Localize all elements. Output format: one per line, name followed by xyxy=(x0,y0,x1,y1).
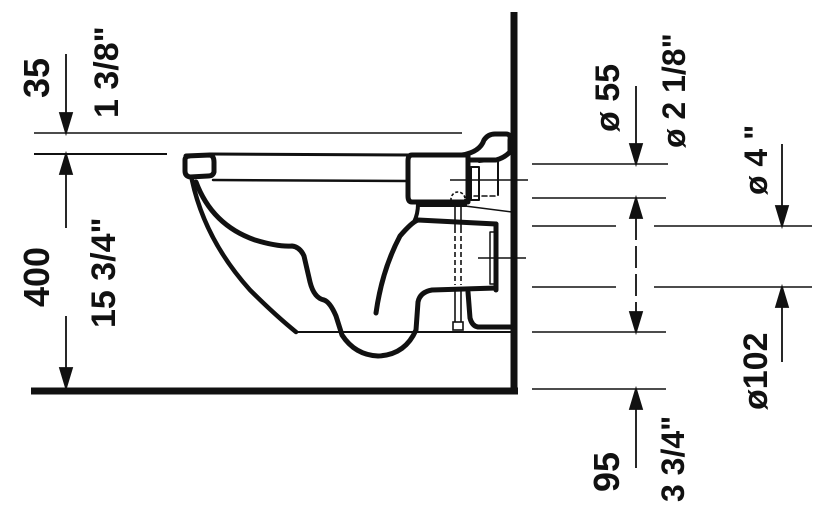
right-reference-lines xyxy=(532,163,812,390)
left-dimension-arrows xyxy=(58,54,74,392)
dim-400-metric: 400 xyxy=(16,247,57,307)
dim-400-imperial: 15 3/4" xyxy=(85,217,123,328)
outer-shell xyxy=(189,177,299,335)
dim-35-imperial: 1 3/8" xyxy=(88,26,126,118)
dim-outlet-imperial: ø 4 " xyxy=(738,125,774,195)
rim-front xyxy=(182,152,217,180)
dim-35-metric: 35 xyxy=(16,58,57,98)
right-dimension-arrows xyxy=(628,86,790,468)
trapway xyxy=(373,217,499,316)
floor-and-wall xyxy=(31,12,518,395)
dim-inlet-imperial: ø 2 1/8" xyxy=(656,33,692,148)
dim-95-imperial: 3 3/4" xyxy=(655,416,691,502)
centre-lines xyxy=(450,179,528,259)
rim-rear xyxy=(405,152,471,205)
fixing-bolt xyxy=(450,191,466,331)
toilet-body xyxy=(182,131,515,359)
dim-outlet-metric: ø102 xyxy=(737,333,775,411)
cistern-connector xyxy=(459,131,513,163)
dimension-labels: 35 1 3/8" 400 15 3/4" ø 55 ø 2 1/8" ø 4 … xyxy=(16,26,775,502)
dim-95-metric: 95 xyxy=(586,452,627,492)
dim-inlet-metric: ø 55 xyxy=(589,64,627,132)
left-reference-lines xyxy=(34,132,462,155)
inner-bowl xyxy=(193,179,499,359)
wall-foot xyxy=(465,289,515,330)
